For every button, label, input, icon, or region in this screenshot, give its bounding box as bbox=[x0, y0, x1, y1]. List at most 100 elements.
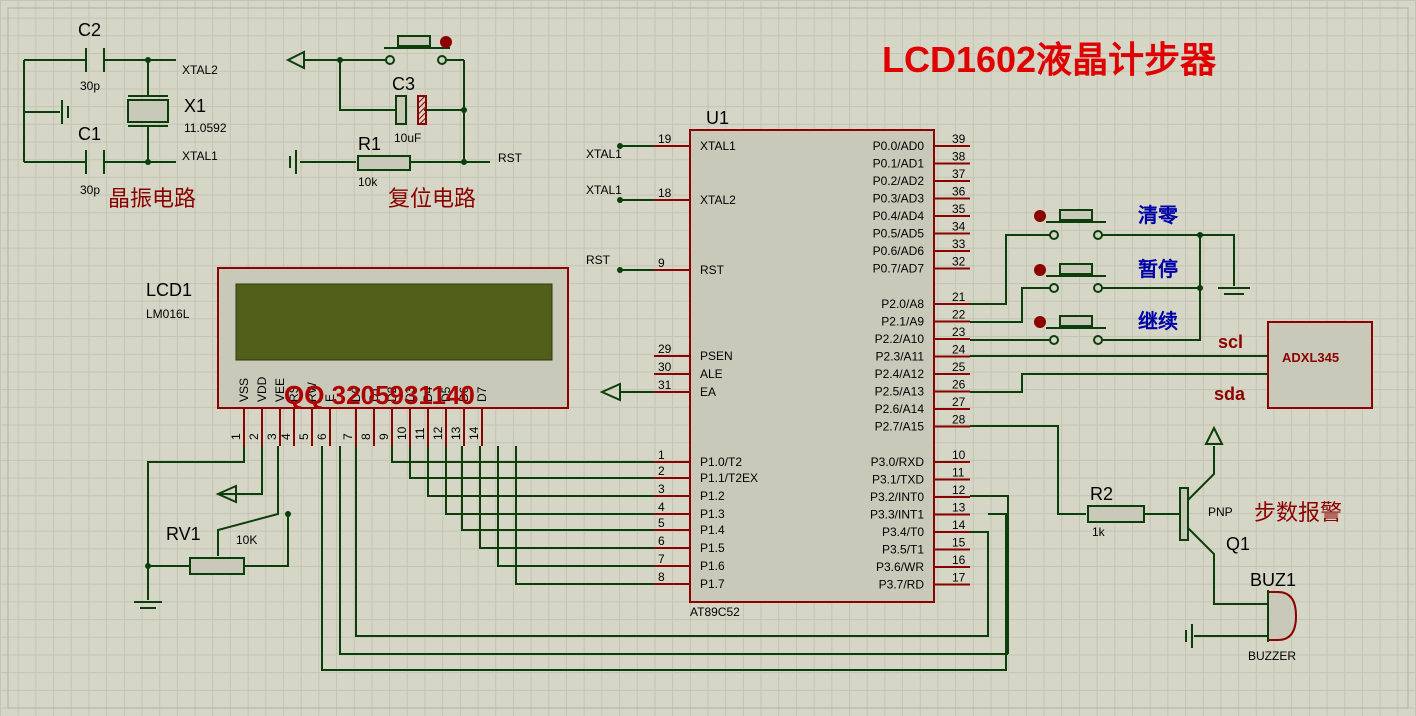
mcu-pin-number: 38 bbox=[952, 150, 966, 164]
mcu-pin-number: 7 bbox=[658, 552, 665, 566]
mcu-pin-label: P3.2/INT0 bbox=[870, 490, 924, 504]
mcu-pin-label: EA bbox=[700, 385, 716, 399]
mcu-pin-number: 2 bbox=[658, 464, 665, 478]
mcu-pin-number: 26 bbox=[952, 378, 966, 392]
mcu-pin-label: P0.6/AD6 bbox=[873, 244, 925, 258]
mcu-pin-number: 16 bbox=[952, 553, 966, 567]
lcd-pin-number: 8 bbox=[359, 433, 373, 440]
lcd-pin-number: 6 bbox=[315, 433, 329, 440]
mcu-pin-label: P0.2/AD2 bbox=[873, 174, 925, 188]
mcu-pin-label: P1.6 bbox=[700, 559, 725, 573]
mcu-pin-number: 19 bbox=[658, 132, 672, 146]
rv1-ref: RV1 bbox=[166, 524, 201, 544]
mcu-pin-label: P3.0/RXD bbox=[871, 455, 925, 469]
mcu-pin-label: P1.4 bbox=[700, 523, 725, 537]
mcu-pin-label: P0.5/AD5 bbox=[873, 227, 925, 241]
buttons[interactable]: 清零 暂停 继续 bbox=[970, 203, 1250, 345]
mcu-pin-number: 14 bbox=[952, 518, 966, 532]
mcu-pin-label: XTAL1 bbox=[700, 139, 736, 153]
mcu-pin-label: P0.0/AD0 bbox=[873, 139, 925, 153]
q1-type: PNP bbox=[1208, 505, 1233, 519]
q1-ref: Q1 bbox=[1226, 534, 1250, 554]
mcu-pin-number: 1 bbox=[658, 448, 665, 462]
xtal1-net: XTAL1 bbox=[182, 149, 218, 163]
mcu-pin-label: P1.0/T2 bbox=[700, 455, 742, 469]
lcd1602[interactable]: LCD1 LM016L VSS1VDD2VEE3RS4RW5E6D07D18D2… bbox=[146, 267, 569, 446]
mcu-pin-label: RST bbox=[700, 263, 725, 277]
alarm-section-label: 步数报警 bbox=[1254, 501, 1342, 526]
mcu-pin-label: P2.4/A12 bbox=[875, 367, 925, 381]
mcu-pin-number: 34 bbox=[952, 220, 966, 234]
mcu-pin-label: P1.2 bbox=[700, 489, 725, 503]
c1-ref: C1 bbox=[78, 124, 101, 144]
lcd-overlay-text: QQ 3205931140 bbox=[284, 380, 475, 410]
lcd-pin-name: D0 bbox=[349, 386, 363, 402]
mcu-pin-number: 36 bbox=[952, 185, 966, 199]
crystal-section-label: 晶振电路 bbox=[108, 187, 196, 212]
mcu-pin-number: 35 bbox=[952, 202, 966, 216]
lcd-part: LM016L bbox=[146, 307, 190, 321]
net-xtal1-b: XTAL1 bbox=[586, 183, 622, 197]
lcd-pins: VSS1VDD2VEE3RS4RW5E6D07D18D29D310D411D51… bbox=[229, 376, 489, 446]
c2-ref: C2 bbox=[78, 20, 101, 40]
resume-label: 继续 bbox=[1138, 309, 1178, 333]
lcd-pin-name: VDD bbox=[255, 376, 269, 402]
mcu-pin-label: P1.5 bbox=[700, 541, 725, 555]
mcu-pin-number: 9 bbox=[658, 256, 665, 270]
buzzer-ref: BUZ1 bbox=[1250, 570, 1296, 590]
mcu-pin-number: 8 bbox=[658, 570, 665, 584]
lcd-pin-number: 7 bbox=[341, 433, 355, 440]
rst-net: RST bbox=[498, 151, 523, 165]
clear-label: 清零 bbox=[1138, 203, 1179, 227]
lcd-pin-number: 14 bbox=[467, 426, 481, 440]
mcu-pin-label: P0.7/AD7 bbox=[873, 262, 925, 276]
buzzer-part: BUZZER bbox=[1248, 649, 1296, 663]
mcu-pin-number: 32 bbox=[952, 255, 966, 269]
net-rst: RST bbox=[586, 253, 611, 267]
lcd-pin-name: D1 bbox=[367, 386, 381, 402]
r2-ref: R2 bbox=[1090, 484, 1113, 504]
r1-value: 10k bbox=[358, 175, 378, 189]
mcu-pin-label: P3.1/TXD bbox=[872, 473, 924, 487]
lcd-pin-name: D4 bbox=[421, 386, 435, 402]
pause-button[interactable]: 暂停 bbox=[1034, 257, 1178, 293]
mcu-left-nets: XTAL1 XTAL1 RST bbox=[586, 143, 654, 402]
lcd-pin-name: D5 bbox=[439, 386, 453, 402]
mcu-pin-number: 12 bbox=[952, 483, 966, 497]
resume-button[interactable]: 继续 bbox=[1034, 309, 1178, 345]
mcu-pin-label: P2.7/A15 bbox=[875, 420, 925, 434]
pause-label: 暂停 bbox=[1138, 257, 1178, 281]
mcu-pin-label: P3.6/WR bbox=[876, 560, 924, 574]
reset-section-label: 复位电路 bbox=[388, 187, 476, 212]
lcd-pin-number: 5 bbox=[297, 433, 311, 440]
c3-value: 10uF bbox=[394, 131, 421, 145]
lcd-pin-name: RS bbox=[287, 385, 301, 402]
mcu-pin-number: 23 bbox=[952, 325, 966, 339]
mcu-pin-number: 17 bbox=[952, 571, 966, 585]
mcu-pin-number: 15 bbox=[952, 536, 966, 550]
mcu-pin-number: 37 bbox=[952, 167, 966, 181]
xtal2-net: XTAL2 bbox=[182, 63, 218, 77]
mcu-pin-number: 24 bbox=[952, 343, 966, 357]
clear-button[interactable]: 清零 bbox=[1034, 203, 1179, 240]
lcd-pin-name: D7 bbox=[475, 386, 489, 402]
mcu-pin-label: ALE bbox=[700, 367, 723, 381]
crystal-circuit: C2 30p C1 30p X1 11.0592 XTAL2 XTAL1 晶振电… bbox=[23, 20, 227, 212]
mcu-pin-label: P0.4/AD4 bbox=[873, 209, 925, 223]
lcd-pin-name: VSS bbox=[237, 378, 251, 402]
mcu-pin-number: 3 bbox=[658, 482, 665, 496]
mcu-pin-number: 25 bbox=[952, 360, 966, 374]
sda-label: sda bbox=[1214, 384, 1246, 404]
mcu-pin-label: P3.5/T1 bbox=[882, 543, 924, 557]
mcu-pin-number: 28 bbox=[952, 413, 966, 427]
c1-value: 30p bbox=[80, 183, 100, 197]
mcu-pin-number: 21 bbox=[952, 290, 966, 304]
adxl345-sensor[interactable]: ADXL345 scl sda bbox=[970, 321, 1373, 409]
x1-value: 11.0592 bbox=[184, 121, 227, 135]
mcu-pin-label: P2.3/A11 bbox=[876, 350, 925, 364]
lcd-pin-name: D6 bbox=[457, 386, 471, 402]
lcd-pin-number: 11 bbox=[413, 427, 427, 440]
